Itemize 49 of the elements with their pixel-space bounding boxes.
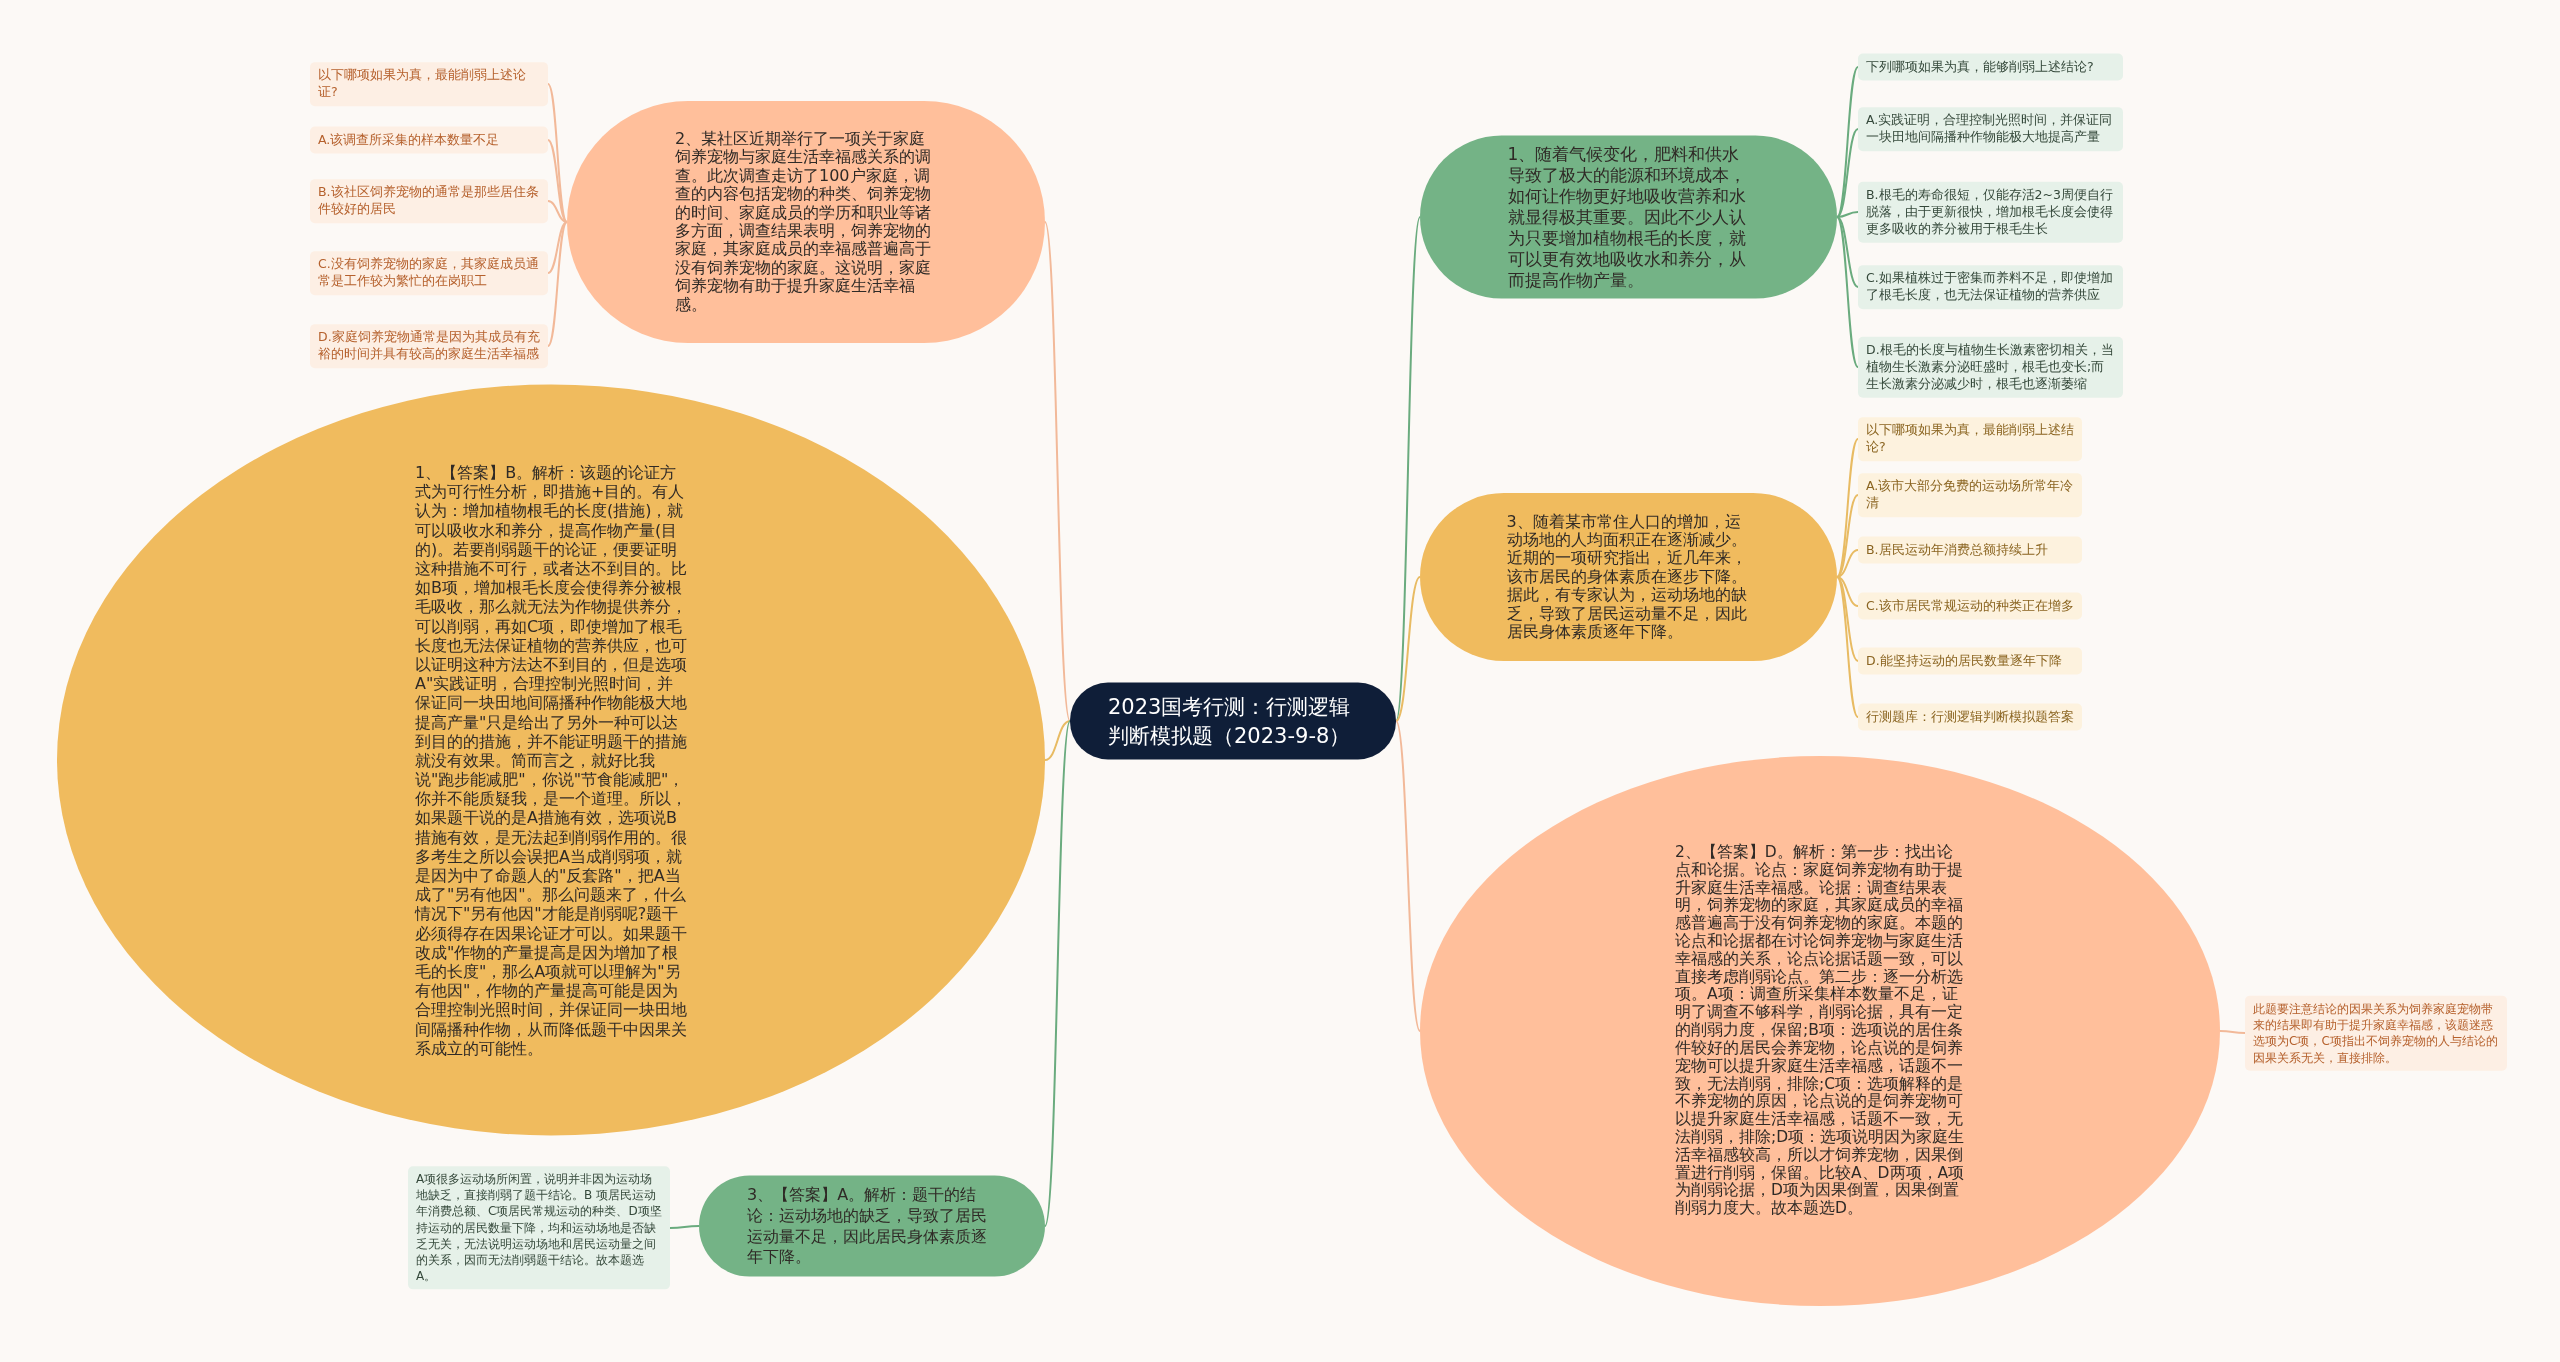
connector-line — [547, 139, 568, 223]
connector-line — [1044, 720, 1071, 1227]
option-card: C.如果植株过于密集而养料不足，即使增加了根毛长度，也无法保证植物的营养供应 — [1858, 265, 2123, 309]
connector-line — [1836, 66, 1859, 218]
connector-line — [1395, 216, 1421, 722]
connector-line — [1836, 549, 1859, 578]
answer-text: 2、【答案】D。解析：第一步：找出论点和论据。论点：家庭饲养宠物有助于提升家庭生活幸福感。论据：调查结果表明，饲养宠物的家庭，其家庭成员的幸福感普遍高于没有饲养宠物的家庭。本题的论点和论据都在讨论饲养宠物与家庭生活幸福感的关系，论点论据话题一致，可以直接考虑削弱论点。第二步：逐一分析选项。A项：调查所采集样本数量不足，证明了调查不够科学，削弱论据，具有一定的削弱力度，保留;B项：选项说的居住条件较好的居民会养宠物，论点说的是饲养宠物可以提升家庭生活幸福感，话题不一致，无法削弱，排除;C项：选项解释的是不养宠物的原因，论点说的是饲养宠物可以提升家庭生活幸福感，话题不一致，无法削弱，排除;D项：选项说明因为家庭生活幸福感较高，所以才饲养宠物，因果倒置进行削弱，保留。比较A、D两项，A项为削弱论据，D项为因果倒置，因果倒置削弱力度大。故本题选D。 — [1675, 843, 1965, 1219]
note-card: 此题要注意结论的因果关系为饲养家庭宠物带来的结果即有助于提升家庭幸福感，该题迷惑选项为C项，C项指出不饲养宠物的人与结论的因果关系无关，直接排除。 — [2245, 995, 2507, 1071]
connector-line — [547, 221, 568, 274]
option-card: B.根毛的寿命很短，仅能存活2~3周便自行脱落，由于更新很快，增加根毛长度会使得更多吸收的养分被用于根毛生长 — [1858, 181, 2123, 243]
connector-line — [1836, 576, 1859, 662]
connector-line — [1836, 216, 1859, 368]
option-card: A.实践证明，合理控制光照时间，并保证同一块田地间隔播种作物能极大地提高产量 — [1858, 107, 2123, 151]
topic-pill — [699, 1175, 1045, 1277]
connector-line — [1836, 494, 1859, 578]
central-topic: 2023国考行测：行测逻辑判断模拟题（2023-9-8） — [1070, 682, 1396, 760]
option-card: A.该市大部分免费的运动场所常年冷清 — [1858, 473, 2082, 517]
option-card: 行测题库：行测逻辑判断模拟题答案 — [1858, 703, 2082, 731]
connector-line — [1836, 576, 1859, 607]
option-card: C.没有饲养宠物的家庭，其家庭成员通常是工作较为繁忙的在岗职工 — [310, 251, 548, 295]
option-card: D.家庭饲养宠物通常是因为其成员有充裕的时间并具有较高的家庭生活幸福感 — [310, 324, 548, 368]
connector-line — [1395, 576, 1421, 722]
connector-line — [1044, 221, 1071, 722]
connector-line — [1395, 720, 1421, 1032]
topic-text: 3、随着某市常住人口的增加，运动场地的人均面积正在逐渐减少。近期的一项研究指出，近几年来，该市居民的身体素质在逐步下降。据此，有专家认为，运动场地的缺乏，导致了居民运动量不足，因此居民身体素质逐年下降。 — [1506, 512, 1748, 642]
topic-text: 1、随着气候变化，肥料和供水导致了极大的能源和环境成本，如何让作物更好地吸收营养和水就显得极其重要。因此不少人认为只要增加植物根毛的长度，就可以更有效地吸收水和养分，从而提高作物产量。 — [1507, 143, 1747, 291]
option-card: C.该市居民常规运动的种类正在增多 — [1858, 592, 2082, 620]
connector-line — [2219, 1030, 2246, 1034]
connector-line — [1836, 216, 1859, 288]
option-card: 下列哪项如果为真，能够削弱上述结论? — [1858, 53, 2123, 81]
option-card: D.能坚持运动的居民数量逐年下降 — [1858, 647, 2082, 675]
connector-line — [547, 221, 568, 347]
connector-line — [547, 200, 568, 223]
topic-text: 2、某社区近期举行了一项关于家庭饲养宠物与家庭生活幸福感关系的调查。此次调查走访了100户家庭，调查的内容包括宠物的种类、饲养宠物的时间、家庭成员的学历和职业等诸多方面，调查结果表明，饲养宠物的家庭，其家庭成员的幸福感普遍高于没有饲养宠物的家庭。这说明，家庭饲养宠物有助于提升家庭生活幸福感。 — [675, 130, 932, 314]
option-card: 以下哪项如果为真，最能削弱上述论证? — [310, 62, 548, 106]
connector-line — [669, 1225, 700, 1229]
topic-text: 3、【答案】A。解析：题干的结论：运动场地的缺乏，导致了居民运动量不足，因此居民身体素质逐年下降。 — [747, 1184, 988, 1268]
connector-line — [1836, 576, 1859, 718]
connector-line — [1044, 720, 1071, 761]
option-card: B.居民运动年消费总额持续上升 — [1858, 536, 2082, 564]
answer-text: 1、【答案】B。解析：该题的论证方式为可行性分析，即措施+目的。有人认为：增加植物根毛的长度(措施)，就可以吸收水和养分，提高作物产量(目的)。若要削弱题干的论证，便要证明这种措施不可行，或者达不到目的。比如B项，增加根毛长度会使得养分被根毛吸收，那么就无法为作物提供养分，可以削弱，再如C项，即使增加了根毛长度也无法保证植物的营养供应，也可以证明这种方法达不到目的，但是选项A"实践证明，合理控制光照时间，并保证同一块田地间隔播种作物能极大地提高产量"只是给出了另外一种可以达到目的的措施，并不能证明题干的措施就没有效果。简而言之，就好比我说"跑步能减肥"，你说"节食能减肥"，你并不能质疑我，是一个道理。所以，如果题干说的是A措施有效，选项说B措施有效，是无法起到削弱作用的。很多考生之所以会误把A当成削弱项，就是因为中了命题人的"反套路"，把A当成了"另有他因"。那么问题来了，什么情况下"另有他因"才能是削弱呢?题干必须得存在因果论证才可以。如果题干改成"作物的产量提高是因为增加了根毛的长度"，那么A项就可以理解为"另有他因"，作物的产量提高可能是因为合理控制光照时间，并保证同一块田地间隔播种作物，从而降低题干中因果关系成立的可能性。 — [415, 462, 687, 1058]
connector-line — [1836, 128, 1859, 218]
option-card: 以下哪项如果为真，最能削弱上述结论? — [1858, 417, 2082, 461]
option-card: D.根毛的长度与植物生长激素密切相关，当植物生长激素分泌旺盛时，根毛也变长;而生长激素分泌减少时，根毛也逐渐萎缩 — [1858, 336, 2123, 398]
note-card: A项很多运动场所闲置，说明并非因为运动场地缺乏，直接削弱了题干结论。B 项居民运动年消费总额、C项居民常规运动的种类、D项坚持运动的居民数量下降，均和运动场地是否缺乏无关，无法说明运动场地和居民运动量之间的关系，因而无法削弱题干结论。故本题选A。 — [408, 1166, 670, 1290]
option-card: A.该调查所采集的样本数量不足 — [310, 126, 548, 154]
connector-line — [1836, 438, 1859, 578]
option-card: B.该社区饲养宠物的通常是那些居住条件较好的居民 — [310, 179, 548, 223]
connector-line — [1836, 211, 1859, 218]
